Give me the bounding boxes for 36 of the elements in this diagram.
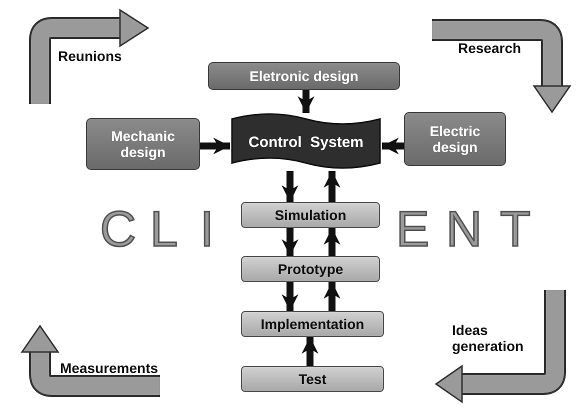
chevron-arrow <box>324 282 340 311</box>
background-letter: C <box>100 200 136 258</box>
chevron-arrow <box>324 228 340 256</box>
chevron-arrow <box>324 171 340 202</box>
node-label: Control System <box>247 134 365 150</box>
background-letter: N <box>446 200 482 258</box>
background-letter: T <box>500 200 531 258</box>
node-label: Eletronic design <box>248 68 360 84</box>
arrow-label: Measurements <box>60 360 158 376</box>
process-box <box>86 118 200 170</box>
node-label: Prototype <box>276 261 344 277</box>
banner-shape <box>230 113 382 171</box>
process-box <box>208 62 400 90</box>
chevron-arrow <box>282 282 298 311</box>
chevron-arrow <box>282 228 298 256</box>
arrow-label: Research <box>458 40 522 56</box>
node-label: Implementation <box>260 316 366 332</box>
step-box <box>241 256 380 282</box>
node-label: Simulation <box>274 207 348 223</box>
background-letter: I <box>200 200 214 258</box>
step-box <box>241 366 384 392</box>
chevron-arrow <box>282 171 298 202</box>
arrow-label: Reunions <box>58 48 122 64</box>
node-label: Mechanic design <box>110 128 176 160</box>
chevron-arrow <box>200 138 230 154</box>
node-label: Test <box>298 371 328 387</box>
step-box <box>241 202 380 228</box>
background-letter: E <box>396 200 430 258</box>
process-box <box>404 112 506 166</box>
chevron-arrow <box>382 138 404 154</box>
chevron-arrow <box>298 90 314 113</box>
background-letter: L <box>150 200 178 258</box>
step-box <box>241 311 384 337</box>
node-label: Electric design <box>428 123 482 155</box>
chevron-arrow <box>302 337 318 366</box>
arrow-label: Ideas generation <box>452 322 525 354</box>
